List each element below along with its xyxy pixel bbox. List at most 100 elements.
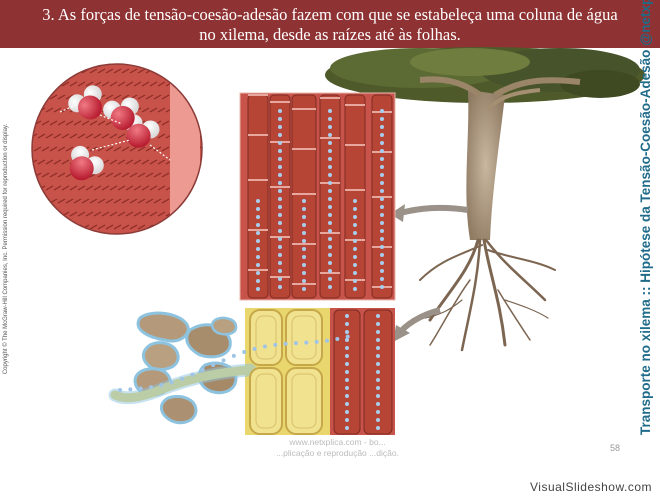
wall-texture-stroke — [258, 69, 265, 73]
water-dot — [278, 165, 282, 169]
water-dot — [256, 239, 260, 243]
watermark-text: www.netxplica.com - bo... ...plicação e … — [235, 437, 440, 459]
wall-texture-stroke — [0, 56, 5, 60]
water-dot — [380, 117, 384, 121]
tree-trunk — [420, 79, 580, 240]
water-dot — [376, 330, 380, 334]
wall-texture-stroke — [222, 160, 229, 164]
water-dot — [302, 271, 306, 275]
wall-texture-stroke — [202, 173, 209, 177]
water-dot — [353, 231, 357, 235]
water-dot — [380, 197, 384, 201]
wall-texture-stroke — [210, 147, 217, 151]
water-dot — [353, 279, 357, 283]
wall-texture-stroke — [226, 69, 233, 73]
water-dot — [380, 237, 384, 241]
wall-texture-stroke — [202, 69, 209, 73]
wall-texture-stroke — [218, 225, 225, 229]
wall-texture-stroke — [166, 56, 173, 60]
wall-texture-stroke — [198, 56, 205, 60]
wall-texture-stroke — [246, 82, 253, 86]
water-dot — [353, 239, 357, 243]
water-dot — [278, 205, 282, 209]
water-dot — [380, 213, 384, 217]
wall-texture-stroke — [0, 121, 1, 125]
water-dot — [242, 350, 246, 354]
water-dot — [302, 223, 306, 227]
water-dot — [278, 157, 282, 161]
water-dot — [376, 386, 380, 390]
wall-texture-stroke — [214, 134, 221, 138]
water-dot — [328, 181, 332, 185]
wall-texture-stroke — [222, 108, 229, 112]
wall-texture-stroke — [218, 199, 225, 203]
wall-texture-stroke — [182, 56, 189, 60]
footer-brand: VisualSlideshow.com — [530, 480, 652, 494]
water-dot — [294, 341, 298, 345]
wall-texture-stroke — [242, 69, 249, 73]
wall-texture-stroke — [62, 56, 69, 60]
wall-texture-stroke — [226, 147, 233, 151]
wall-texture-stroke — [230, 56, 237, 60]
wall-texture-stroke — [34, 95, 41, 99]
wall-texture-stroke — [38, 212, 45, 216]
wall-texture-stroke — [222, 134, 229, 138]
water-dot — [211, 363, 215, 367]
wall-texture-stroke — [214, 108, 221, 112]
wall-texture-stroke — [22, 82, 29, 86]
water-dot — [302, 279, 306, 283]
wall-texture-stroke — [66, 225, 73, 229]
water-dot — [128, 387, 132, 391]
water-dot — [376, 322, 380, 326]
cortex-cell — [286, 310, 322, 365]
wall-texture-stroke — [118, 56, 125, 60]
xylem-vessel — [248, 95, 268, 298]
water-dot — [345, 418, 349, 422]
water-dot — [380, 277, 384, 281]
water-dot — [256, 263, 260, 267]
water-dot — [380, 205, 384, 209]
water-dot — [180, 377, 184, 381]
water-dot — [353, 207, 357, 211]
wall-texture-stroke — [30, 56, 37, 60]
wall-texture-stroke — [34, 69, 41, 73]
water-dot — [278, 141, 282, 145]
wall-texture-stroke — [230, 212, 237, 216]
water-dot — [353, 247, 357, 251]
water-dot — [328, 141, 332, 145]
water-dot — [328, 173, 332, 177]
wall-texture-stroke — [214, 160, 221, 164]
water-dot — [315, 340, 319, 344]
wall-texture-stroke — [230, 160, 237, 164]
wall-texture-stroke — [26, 69, 33, 73]
wall-texture-stroke — [198, 108, 205, 112]
water-dot — [380, 253, 384, 257]
water-dot — [345, 426, 349, 430]
water-dot — [376, 338, 380, 342]
water-dot — [118, 388, 122, 392]
wall-texture-stroke — [250, 69, 257, 73]
water-dot — [302, 199, 306, 203]
wall-texture-stroke — [214, 56, 221, 60]
water-dot — [256, 255, 260, 259]
wall-texture-stroke — [170, 69, 177, 73]
wall-texture-stroke — [194, 199, 201, 203]
water-dot — [278, 197, 282, 201]
wall-texture-stroke — [58, 225, 65, 229]
wall-texture-stroke — [14, 134, 21, 138]
water-dot — [232, 354, 236, 358]
page-number: 58 — [610, 443, 620, 453]
wall-texture-stroke — [190, 56, 197, 60]
water-dot — [345, 354, 349, 358]
water-dot — [380, 261, 384, 265]
water-dot — [256, 231, 260, 235]
water-dot — [328, 229, 332, 233]
wall-texture-stroke — [110, 56, 117, 60]
wall-texture-stroke — [210, 173, 217, 177]
water-dot — [380, 141, 384, 145]
wall-texture-stroke — [46, 56, 53, 60]
water-dot — [201, 368, 205, 372]
water-dot — [278, 109, 282, 113]
water-dot — [325, 339, 329, 343]
